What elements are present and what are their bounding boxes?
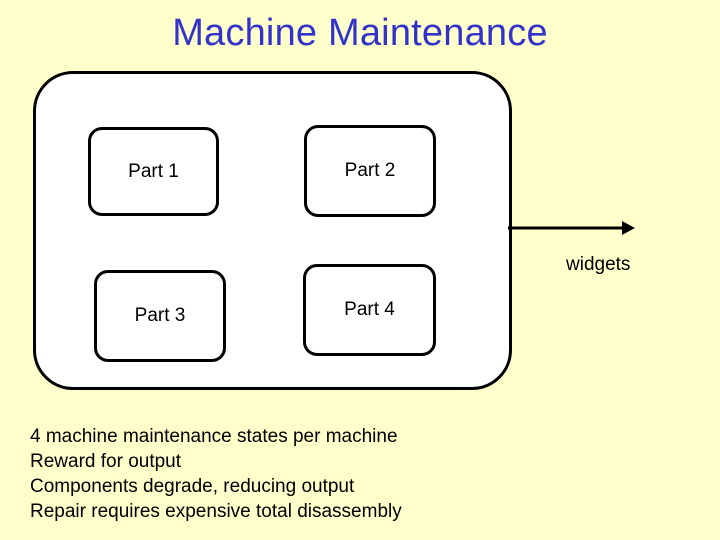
part-box-label: Part 2 <box>344 160 396 181</box>
part-box-2[interactable]: Part 2 <box>304 125 436 217</box>
note-line: Reward for output <box>30 451 182 472</box>
note-line: Components degrade, reducing output <box>30 476 355 497</box>
page-title: Machine Maintenance <box>172 12 548 54</box>
part-box-4[interactable]: Part 4 <box>303 264 436 356</box>
part-box-1[interactable]: Part 1 <box>88 127 219 216</box>
part-box-label: Part 4 <box>344 299 395 320</box>
output-label: widgets <box>566 254 631 275</box>
part-box-3[interactable]: Part 3 <box>94 270 226 362</box>
part-box-label: Part 3 <box>134 305 186 326</box>
notes-block: 4 machine maintenance states per machine… <box>30 424 680 524</box>
note-line: 4 machine maintenance states per machine <box>30 426 398 447</box>
part-box-label: Part 1 <box>128 160 179 182</box>
right-arrow-icon <box>508 212 638 244</box>
note-line: Repair requires expensive total disassem… <box>30 501 402 522</box>
